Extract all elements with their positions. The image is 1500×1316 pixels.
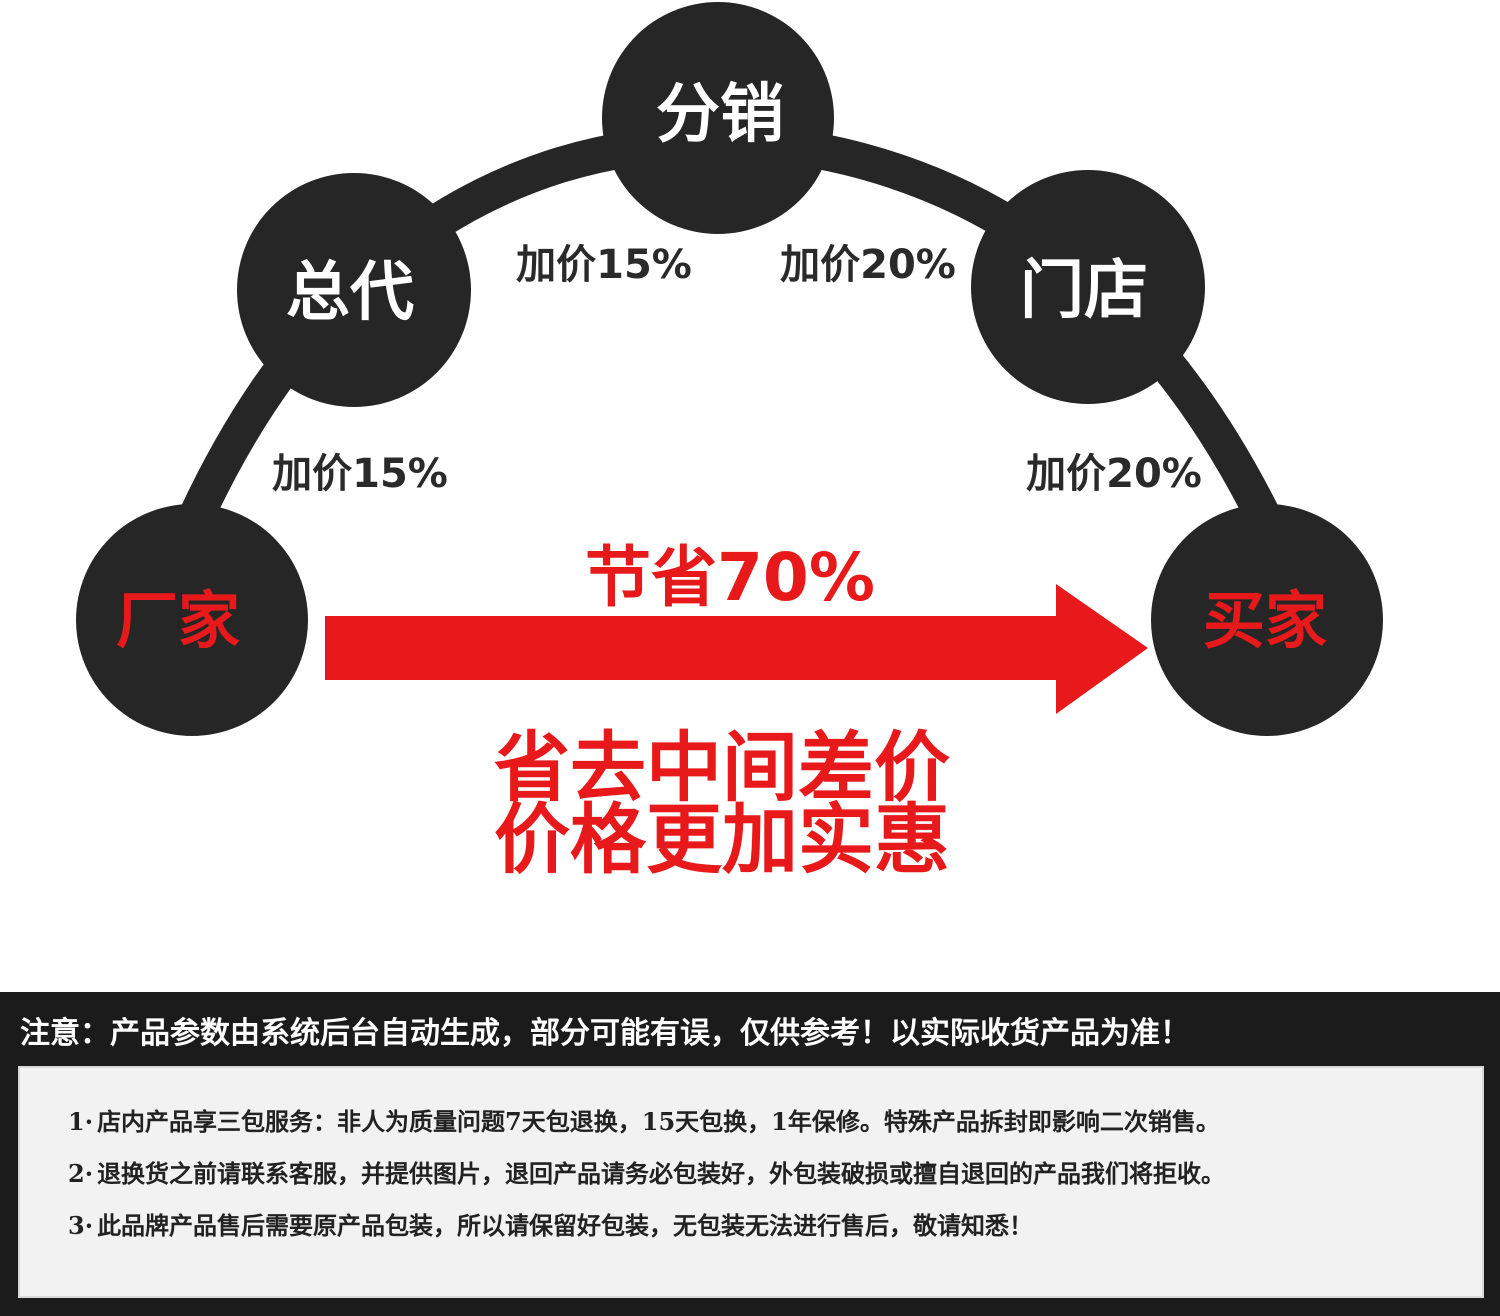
node-factory: 厂家 xyxy=(76,504,308,736)
savings-arrow xyxy=(325,584,1148,714)
notice-item-3: 3·此品牌产品售后需要原产品包装，所以请保留好包装，无包装无法进行售后，敬请知悉… xyxy=(68,1206,1033,1241)
node-buyer-label: 买家 xyxy=(1203,584,1327,657)
markup-factory-to-general: 加价15% xyxy=(272,451,448,497)
notice-item-text: 店内产品享三包服务：非人为质量问题7天包退换，15天包换，1年保修。特殊产品拆封… xyxy=(97,1107,1220,1136)
savings-label: 节省70% xyxy=(585,539,875,616)
notice-title: 注意：产品参数由系统后台自动生成，部分可能有误，仅供参考！以实际收货产品为准！ xyxy=(20,1016,1190,1051)
notice-item-number: 1· xyxy=(68,1107,94,1136)
slogan-line-1: 省去中间差价 xyxy=(494,723,950,812)
node-factory-label: 厂家 xyxy=(116,584,240,657)
notice-item-2: 2·退换货之前请联系客服，并提供图片，退回产品请务必包装好，外包装破损或擅自退回… xyxy=(68,1154,1225,1189)
price-chain-diagram: 厂家 总代 分销 门店 买家 加价15% 加价15% 加价20% 加价20% 节… xyxy=(76,2,1383,884)
node-buyer: 买家 xyxy=(1151,504,1383,736)
notice-panel: 注意：产品参数由系统后台自动生成，部分可能有误，仅供参考！以实际收货产品为准！ … xyxy=(0,992,1500,1316)
node-general-agent-label: 总代 xyxy=(286,256,414,330)
node-store-label: 门店 xyxy=(1020,254,1148,328)
notice-item-text: 退换货之前请联系客服，并提供图片，退回产品请务必包装好，外包装破损或擅自退回的产… xyxy=(97,1159,1226,1188)
node-distribution: 分销 xyxy=(602,2,834,234)
notice-item-number: 3· xyxy=(68,1211,94,1240)
node-general-agent: 总代 xyxy=(237,173,471,407)
notice-box: 1·店内产品享三包服务：非人为质量问题7天包退换，15天包换，1年保修。特殊产品… xyxy=(18,1066,1484,1298)
notice-item-text: 此品牌产品售后需要原产品包装，所以请保留好包装，无包装无法进行售后，敬请知悉！ xyxy=(97,1211,1034,1240)
notice-item-number: 2· xyxy=(68,1159,94,1188)
notice-item-1: 1·店内产品享三包服务：非人为质量问题7天包退换，15天包换，1年保修。特殊产品… xyxy=(68,1102,1220,1137)
markup-store-to-buyer: 加价20% xyxy=(1026,451,1202,497)
slogan-line-2: 价格更加实惠 xyxy=(494,795,950,884)
node-distribution-label: 分销 xyxy=(656,78,784,152)
node-store: 门店 xyxy=(971,170,1205,404)
markup-distribution-to-store: 加价20% xyxy=(780,242,956,288)
markup-general-to-distribution: 加价15% xyxy=(516,242,692,288)
